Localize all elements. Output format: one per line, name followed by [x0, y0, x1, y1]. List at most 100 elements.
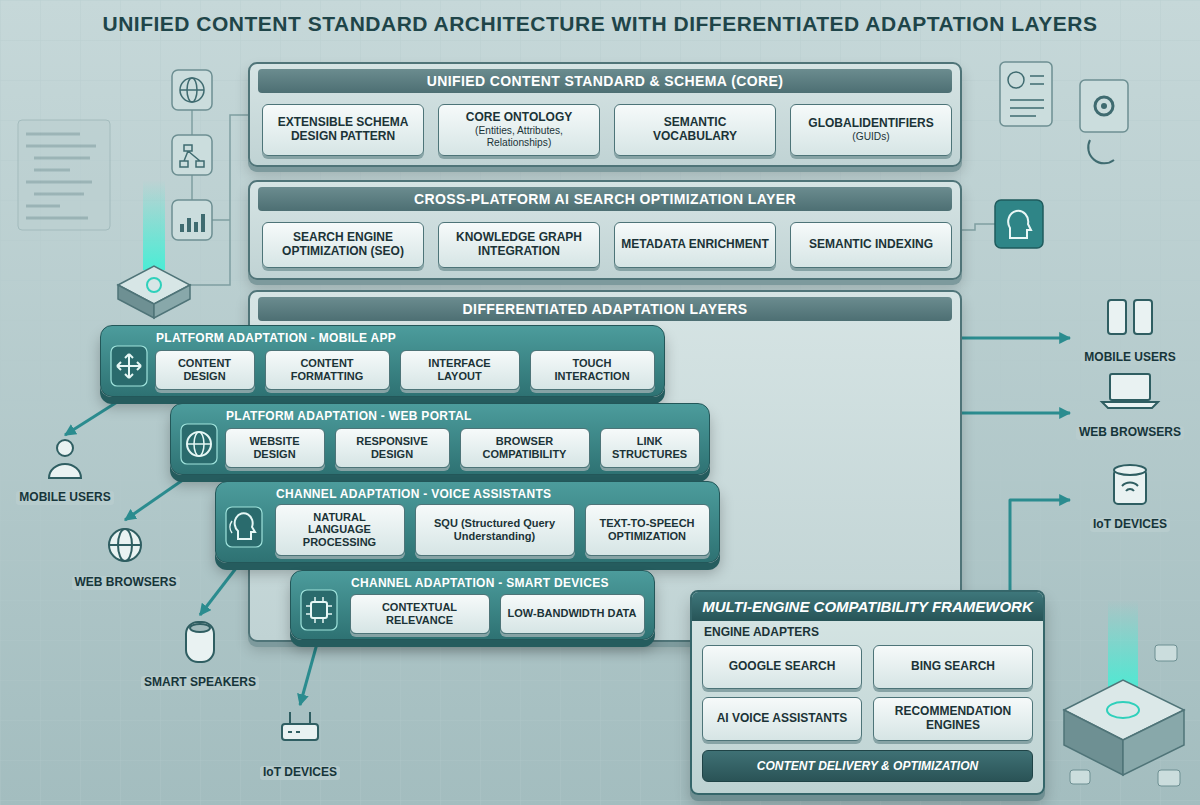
node-label: LINK STRUCTURES — [607, 435, 693, 460]
adaptation-layer: PLATFORM ADAPTATION - MOBILE APP CONTENT … — [100, 325, 665, 397]
left-icon-column — [140, 70, 248, 285]
flow-arrow — [1010, 500, 1070, 590]
adaptation-layer: CHANNEL ADAPTATION - SMART DEVICESCONTEX… — [290, 570, 655, 640]
node-label: CONTEXTUAL RELEVANCE — [357, 601, 483, 626]
endpoint-icons-part — [49, 464, 81, 478]
left-server-part — [147, 278, 161, 292]
endpoint-icons-part — [57, 440, 73, 456]
adaptation-layer: CHANNEL ADAPTATION - VOICE ASSISTANTS NAT… — [215, 481, 720, 563]
optimization-box: SEARCH ENGINE OPTIMIZATION (SEO) — [262, 222, 424, 268]
endpoint-icons-part — [190, 624, 210, 632]
node-label: PLATFORM ADAPTATION - WEB PORTAL — [226, 404, 709, 423]
node-label: DIFFERENTIATED ADAPTATION LAYERS — [258, 297, 952, 321]
delivery-band: CONTENT DELIVERY & OPTIMIZATION — [702, 750, 1033, 782]
feature-box: CONTENT DESIGN — [155, 350, 255, 390]
right-server-part — [1107, 702, 1139, 718]
endpoint-icons-part — [1134, 300, 1152, 334]
layer-icon-part — [306, 597, 332, 623]
left-icon-column-part — [182, 214, 203, 232]
schema-box: SEMANTIC VOCABULARY — [614, 104, 776, 156]
left-icon-column-part — [172, 70, 212, 110]
node-label: CORE ONTOLOGY — [466, 111, 572, 125]
feature-box: TOUCH INTERACTION — [530, 350, 655, 390]
optimization-box: METADATA ENRICHMENT — [614, 222, 776, 268]
schema-box: EXTENSIBLE SCHEMA DESIGN PATTERN — [262, 104, 424, 156]
endpoint-icons-part — [109, 544, 141, 546]
endpoint: MOBILE USERS — [15, 435, 115, 505]
code-panel-part — [18, 120, 110, 230]
layer-icon-part — [301, 590, 337, 630]
node-label: WEBSITE DESIGN — [232, 435, 318, 460]
left-icon-column-part — [180, 145, 204, 167]
node-label: WEB BROWSERS — [72, 576, 180, 590]
left-icon-column-part — [180, 89, 204, 91]
layer-icon-part — [230, 521, 232, 533]
left-icon-column-part — [172, 135, 212, 175]
feature-box: NATURAL LANGUAGE PROCESSING — [275, 504, 405, 556]
node-label: RECOMMENDATION ENGINES — [880, 705, 1026, 733]
endpoint: IoT DEVICES — [1070, 450, 1190, 532]
optimization-box: KNOWLEDGE GRAPH INTEGRATION — [438, 222, 600, 268]
node-label: SQU (Structured Query Understanding) — [422, 517, 568, 542]
endpoint: SMART SPEAKERS — [140, 615, 260, 690]
left-server — [118, 180, 190, 318]
endpoint-icons-part — [1108, 300, 1126, 334]
node-label: CONTENT DESIGN — [162, 357, 248, 382]
layer-icon — [224, 505, 264, 549]
node-label: SEMANTIC INDEXING — [809, 238, 933, 252]
node-label: BING SEARCH — [911, 660, 995, 674]
feature-box: SQU (Structured Query Understanding) — [415, 504, 575, 556]
node-sublabel: (GUIDs) — [852, 131, 889, 143]
right-icons-part — [1088, 140, 1114, 163]
endpoint-icons-part — [109, 529, 141, 561]
schema-box: CORE ONTOLOGY(Entities, Attributes, Rela… — [438, 104, 600, 156]
node-label: KNOWLEDGE GRAPH INTEGRATION — [445, 231, 593, 259]
engine-box: AI VOICE ASSISTANTS — [702, 697, 862, 741]
right-icons-part — [1010, 76, 1044, 116]
layer-icon-part — [226, 507, 262, 547]
right-server-part — [1158, 770, 1180, 786]
layer-icon — [109, 344, 149, 388]
node-label: METADATA ENRICHMENT — [621, 238, 769, 252]
layer-icon-part — [117, 354, 141, 378]
node-label: PLATFORM ADAPTATION - MOBILE APP — [156, 326, 664, 345]
left-server-part — [143, 180, 165, 270]
node-label: IoT DEVICES — [260, 766, 340, 780]
layer-icon-part — [187, 432, 211, 456]
node-label: MOBILE USERS — [1081, 351, 1178, 365]
feature-box: BROWSER COMPATIBILITY — [460, 428, 590, 468]
core-panel: UNIFIED CONTENT STANDARD & SCHEMA (CORE)… — [248, 62, 962, 167]
feature-box: LOW-BANDWIDTH DATA — [500, 594, 645, 634]
node-label: CONTENT FORMATTING — [272, 357, 383, 382]
framework-panel: MULTI-ENGINE COMPATIBILITY FRAMEWORKENGI… — [690, 590, 1045, 795]
flow-arrow — [125, 475, 190, 520]
feature-box: WEBSITE DESIGN — [225, 428, 325, 468]
engine-box: GOOGLE SEARCH — [702, 645, 862, 689]
node-label: SMART SPEAKERS — [141, 676, 259, 690]
node-label: LOW-BANDWIDTH DATA — [508, 607, 637, 620]
right-icons-part — [1008, 211, 1031, 238]
right-icons-part — [1095, 97, 1113, 115]
node-label: INTERFACE LAYOUT — [407, 357, 513, 382]
node-label: CROSS-PLATFORM AI SEARCH OPTIMIZATION LA… — [258, 187, 952, 211]
node-label: EXTENSIBLE SCHEMA DESIGN PATTERN — [269, 116, 417, 144]
node-label: SEMANTIC VOCABULARY — [621, 116, 769, 144]
node-label: CONTENT DELIVERY & OPTIMIZATION — [757, 759, 978, 773]
feature-box: CONTENT FORMATTING — [265, 350, 390, 390]
left-icon-column-part — [140, 110, 248, 285]
node-label: TOUCH INTERACTION — [537, 357, 648, 382]
layer-icon-part — [311, 602, 327, 618]
layer-icon-part — [187, 443, 211, 445]
right-server-part — [1070, 770, 1090, 784]
code-panel — [18, 120, 110, 230]
code-panel-part — [26, 134, 96, 218]
optimization-box: SEMANTIC INDEXING — [790, 222, 952, 268]
right-icons-part — [1000, 62, 1052, 126]
endpoint: MOBILE USERS — [1070, 295, 1190, 365]
node-label: CHANNEL ADAPTATION - VOICE ASSISTANTS — [276, 482, 719, 501]
feature-box: INTERFACE LAYOUT — [400, 350, 520, 390]
left-icon-column-part — [172, 200, 212, 240]
